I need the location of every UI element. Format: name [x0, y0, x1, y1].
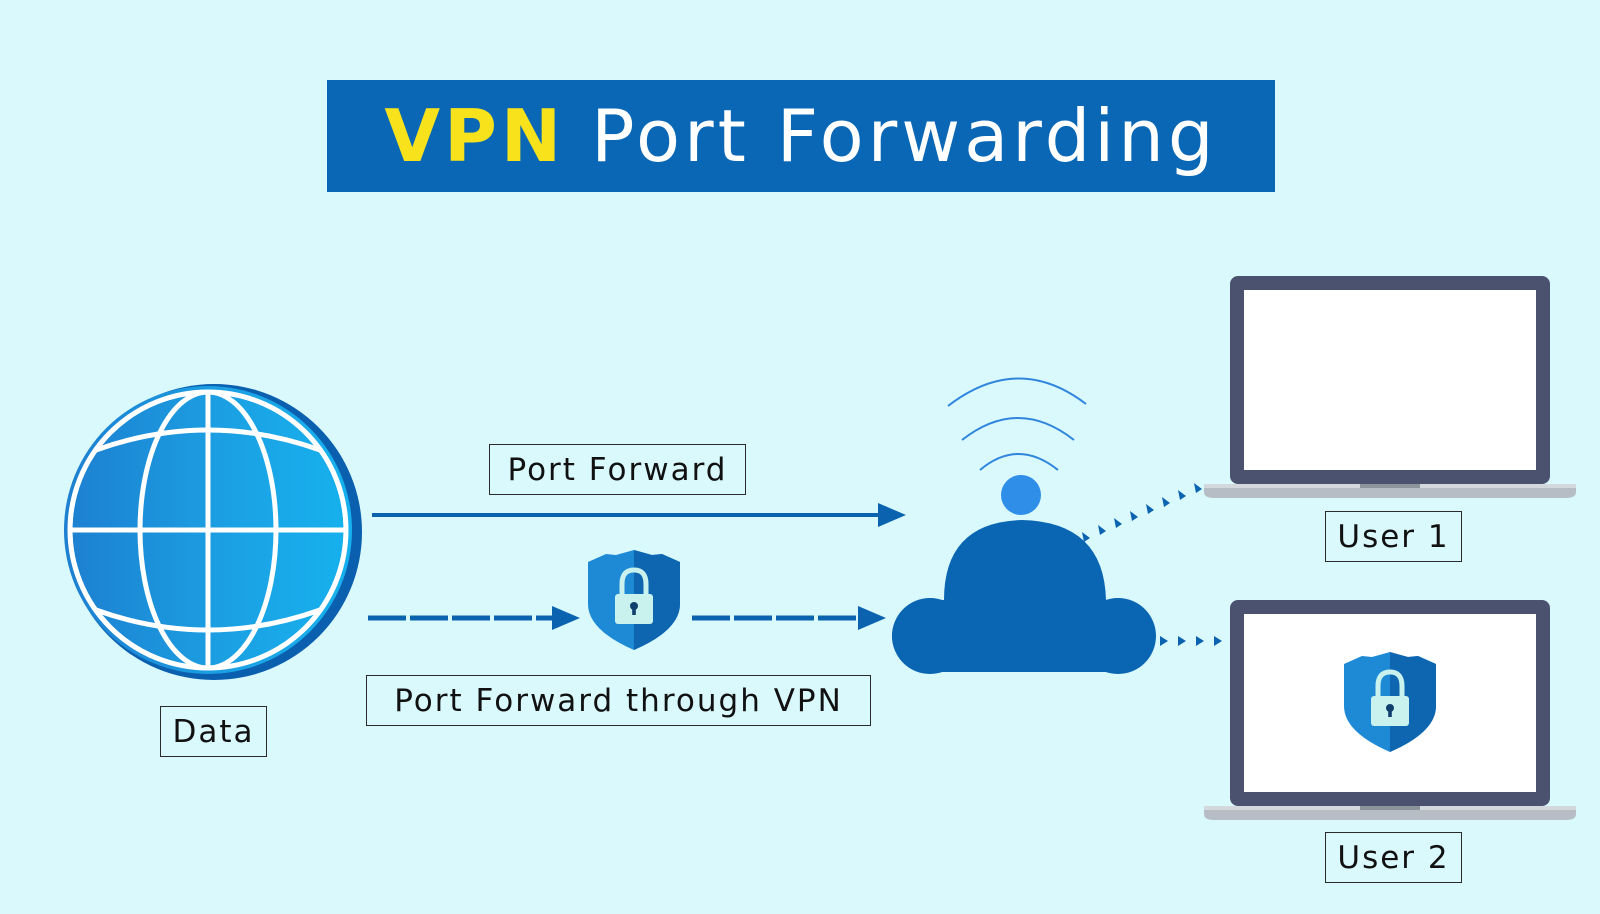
title-banner: VPN Port Forwarding	[327, 80, 1275, 192]
user1-link	[1082, 483, 1202, 542]
shield-lock-icon	[1344, 652, 1436, 752]
port-forward-label: Port Forward	[489, 444, 746, 495]
laptop-icon-user1	[1204, 276, 1576, 498]
port-forward-vpn-label: Port Forward through VPN	[366, 675, 871, 726]
globe-icon	[64, 384, 362, 680]
vpn-arrow-right	[692, 606, 886, 630]
wifi-signal-icon	[947, 377, 1087, 515]
title-text: Port Forwarding	[591, 94, 1218, 178]
user1-label: User 1	[1325, 511, 1462, 562]
laptop-icon-user2	[1204, 600, 1576, 820]
vpn-arrow-left	[368, 606, 580, 630]
title-highlight: VPN	[384, 94, 566, 178]
port-forward-arrow	[372, 503, 906, 527]
user2-label: User 2	[1325, 832, 1462, 883]
user2-link	[1160, 636, 1222, 646]
cloud-icon	[892, 520, 1156, 674]
shield-lock-icon	[588, 550, 680, 650]
data-label: Data	[160, 706, 267, 757]
